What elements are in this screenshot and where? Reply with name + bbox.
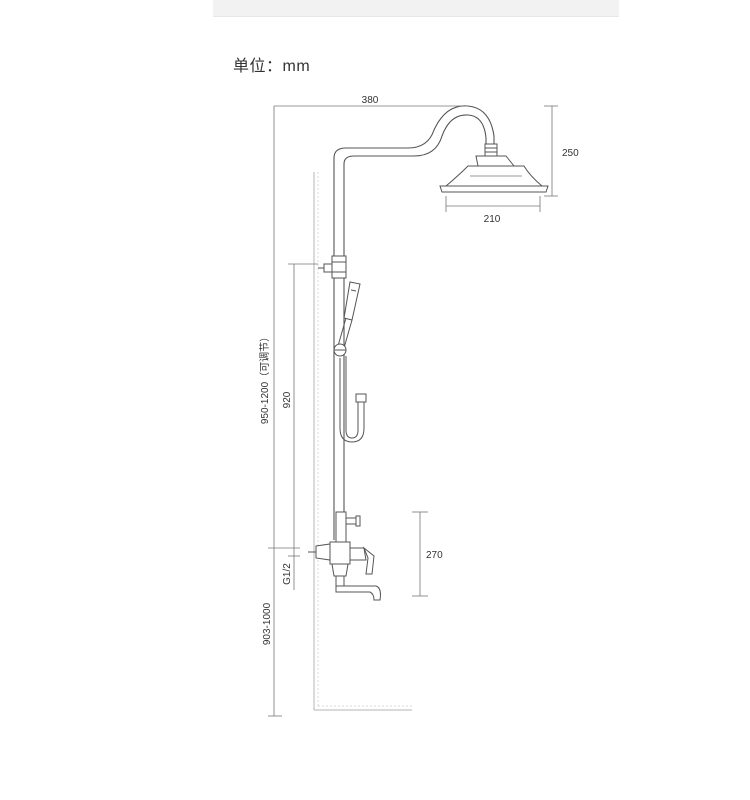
top-strip <box>213 0 619 17</box>
diverter-knob <box>323 263 333 273</box>
hand-shower <box>333 281 361 357</box>
valve-upper-cap <box>355 515 361 527</box>
mixer-valve <box>308 511 381 601</box>
hand-shower-head <box>343 281 361 321</box>
diverter <box>318 255 347 279</box>
riser-inner <box>343 114 487 540</box>
valve-lower-cap <box>331 563 349 577</box>
bath-spout <box>335 585 381 601</box>
shower-head <box>439 143 549 193</box>
unit-label: 单位：mm <box>233 58 311 75</box>
hose-outer <box>345 356 359 439</box>
valve-upper-neck <box>335 511 347 543</box>
dim-head-height-text: 250 <box>562 148 579 159</box>
head-connector <box>484 143 498 157</box>
wall <box>313 172 412 711</box>
hand-shower-line <box>350 289 357 292</box>
dim-thread-text: G1/2 <box>282 563 293 585</box>
dim-valve-height-text: 270 <box>426 550 443 561</box>
valve-handle-base <box>349 547 367 561</box>
valve-main-body <box>329 541 351 565</box>
spout-neck <box>335 575 345 587</box>
dim-top-width-text: 380 <box>362 95 379 106</box>
hose-connector <box>355 393 367 403</box>
dim-mount-height-text: 903-1000 <box>262 602 273 645</box>
head-rim <box>439 185 549 193</box>
valve-wall-flange <box>315 543 331 561</box>
hand-shower-handle <box>337 317 347 347</box>
valve-lever <box>362 546 375 575</box>
riser-outer <box>333 105 495 540</box>
hose-inner <box>339 358 365 443</box>
dim-head-diameter-text: 210 <box>484 214 501 225</box>
dim-bar-height-text: 920 <box>282 391 293 408</box>
shower-riser <box>333 105 495 540</box>
head-collar <box>475 155 516 167</box>
diverter-body <box>331 255 347 279</box>
dim-total-height-text: 950-1200（可调节） <box>259 332 271 424</box>
dimension-lines <box>268 105 558 717</box>
hose <box>339 356 367 443</box>
hand-shower-handle <box>343 319 353 349</box>
